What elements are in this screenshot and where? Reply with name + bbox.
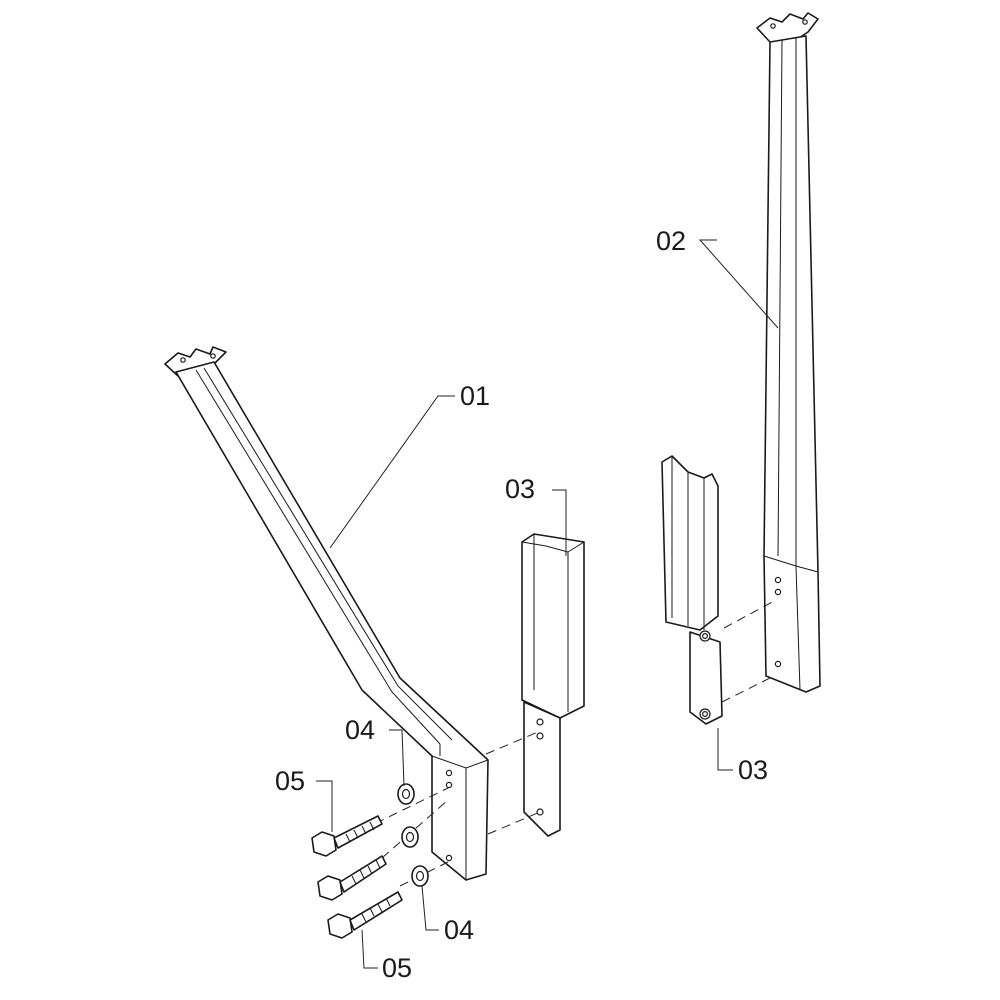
callout-03-right: 03 (738, 755, 768, 785)
bolt-part-05-middle (317, 855, 387, 901)
callout-02: 02 (656, 226, 686, 256)
washer-part-04-upper (397, 783, 415, 805)
vertical-post-part-02 (756, 12, 821, 693)
callout-03-left: 03 (505, 474, 535, 504)
bolt-part-05-lower (327, 891, 403, 939)
channel-bracket-part-03-left (521, 533, 585, 837)
washer-part-04-lower (411, 865, 429, 887)
callout-04-bottom: 04 (444, 915, 474, 945)
callout-05-bottom: 05 (382, 953, 412, 983)
callout-labels: 01 02 03 03 04 04 05 05 (275, 226, 768, 983)
callout-01: 01 (460, 381, 490, 411)
washer-part-04-middle (401, 826, 419, 848)
angled-strut-part-01 (164, 346, 489, 881)
callout-04-top: 04 (345, 715, 375, 745)
callout-05-top: 05 (275, 766, 305, 796)
channel-bracket-part-03-right (661, 455, 723, 725)
leader-lines (316, 239, 779, 969)
bolt-part-05-upper (311, 815, 383, 857)
